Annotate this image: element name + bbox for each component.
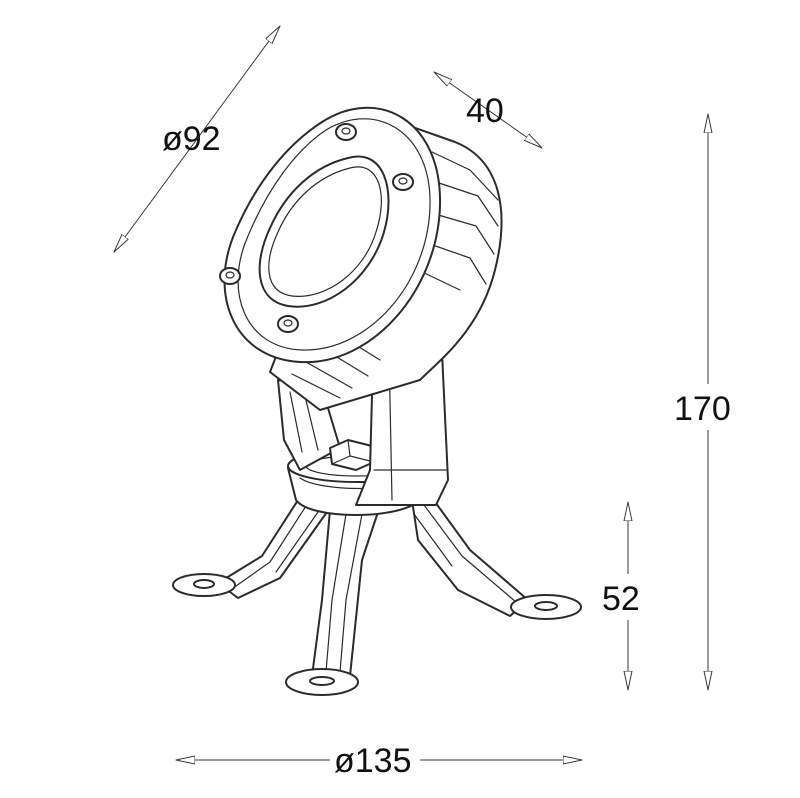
dimension-base-diameter: ø135: [176, 736, 582, 780]
tripod-leg-front: [285, 509, 379, 696]
bezel-screws: [219, 123, 414, 333]
dimension-label-base-diameter: ø135: [334, 742, 412, 780]
screw-icon: [392, 173, 414, 191]
dimension-head-depth: 40: [434, 72, 542, 148]
screw-icon: [335, 123, 357, 141]
dimension-label-total-height: 170: [674, 390, 731, 428]
dimension-head-diameter: ø92: [114, 26, 280, 252]
dimension-label-base-height: 52: [602, 580, 640, 618]
dimension-base-height: 52: [600, 502, 656, 690]
dimension-total-height: 170: [672, 114, 746, 690]
dimension-label-head-diameter: ø92: [162, 120, 221, 158]
tripod-leg-right: [411, 494, 582, 620]
dimension-label-head-depth: 40: [466, 92, 504, 130]
screw-icon: [277, 315, 299, 333]
tripod-leg-left: [172, 496, 328, 599]
screw-icon: [219, 267, 241, 285]
glass-lens: [258, 155, 390, 308]
lamp-head: [219, 106, 503, 411]
